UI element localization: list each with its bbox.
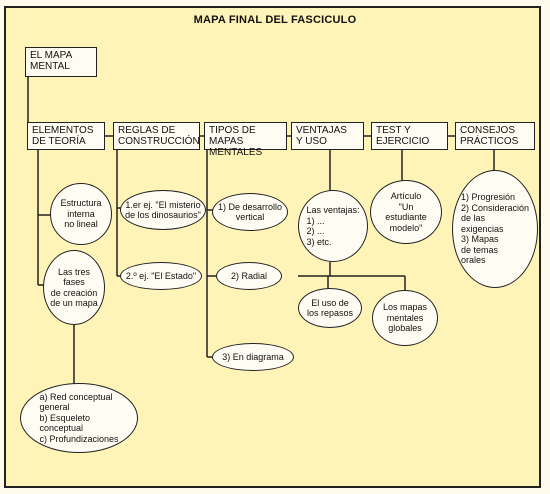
node-desarrollo-vertical: 1) De desarrollo vertical xyxy=(212,193,288,231)
node-uso-repasos: El uso de los repasos xyxy=(298,288,362,328)
node-radial: 2) Radial xyxy=(216,262,282,290)
column-header-tipos: TIPOS DE MAPAS MENTALES xyxy=(204,122,287,158)
column-header-elementos: ELEMENTOS DE TEORÍA xyxy=(27,122,105,150)
root-node: EL MAPA MENTAL xyxy=(25,47,97,77)
node-tres-fases: Las tres fases de creación de un mapa xyxy=(43,250,105,325)
node-mapas-globales: Los mapas mentales globales xyxy=(372,290,438,346)
column-header-consejos: CONSEJOS PRÁCTICOS xyxy=(455,122,535,150)
node-estructura: Estructura interna no lineal xyxy=(50,183,112,245)
node-en-diagrama: 3) En diagrama xyxy=(212,343,294,371)
column-header-test: TEST Y EJERCICIO xyxy=(371,122,448,150)
node-consejos-lista: 1) Progresión 2) Consideración de las ex… xyxy=(452,170,538,288)
column-header-reglas: REGLAS DE CONSTRUCCIÓN xyxy=(113,122,200,150)
node-articulo: Artículo "Un estudiante modelo" xyxy=(370,180,442,244)
node-ejemplo-1: 1.er ej. "El misterio de los dinosaurios… xyxy=(120,190,206,230)
diagram-title: MAPA FINAL DEL FASCICULO xyxy=(193,14,357,26)
node-las-ventajas: Las ventajas: 1) ... 2) ... 3) etc. xyxy=(298,190,368,262)
column-header-ventajas: VENTAJAS Y USO xyxy=(291,122,364,150)
node-ejemplo-2: 2.º ej. "El Estado" xyxy=(120,262,202,290)
node-red-conceptual: a) Red conceptual general b) Esqueleto c… xyxy=(20,383,138,453)
